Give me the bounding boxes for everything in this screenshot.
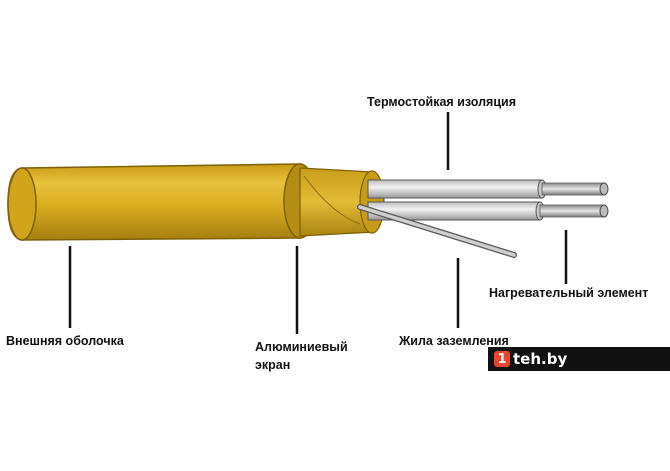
label-insulation: Термостойкая изоляция xyxy=(367,95,516,109)
label-aluminum-screen-line2: экран xyxy=(255,358,291,372)
ground-wire-shape xyxy=(357,204,517,258)
label-heating-element: Нагревательный элемент xyxy=(489,286,649,300)
label-aluminum-screen-line1: Алюминиевый xyxy=(255,340,348,354)
insulated-conductor-top xyxy=(367,179,609,199)
insulated-conductor-bottom xyxy=(367,201,609,221)
label-ground-wire: Жила заземления xyxy=(399,334,509,348)
label-outer-sheath: Внешняя оболочка xyxy=(6,334,124,348)
brand-watermark: 1 teh.by xyxy=(488,347,670,371)
brand-mark-icon: 1 xyxy=(494,351,510,367)
brand-text: teh.by xyxy=(513,350,568,368)
leader-lines xyxy=(68,112,568,334)
outer-sheath-shape xyxy=(7,163,317,241)
